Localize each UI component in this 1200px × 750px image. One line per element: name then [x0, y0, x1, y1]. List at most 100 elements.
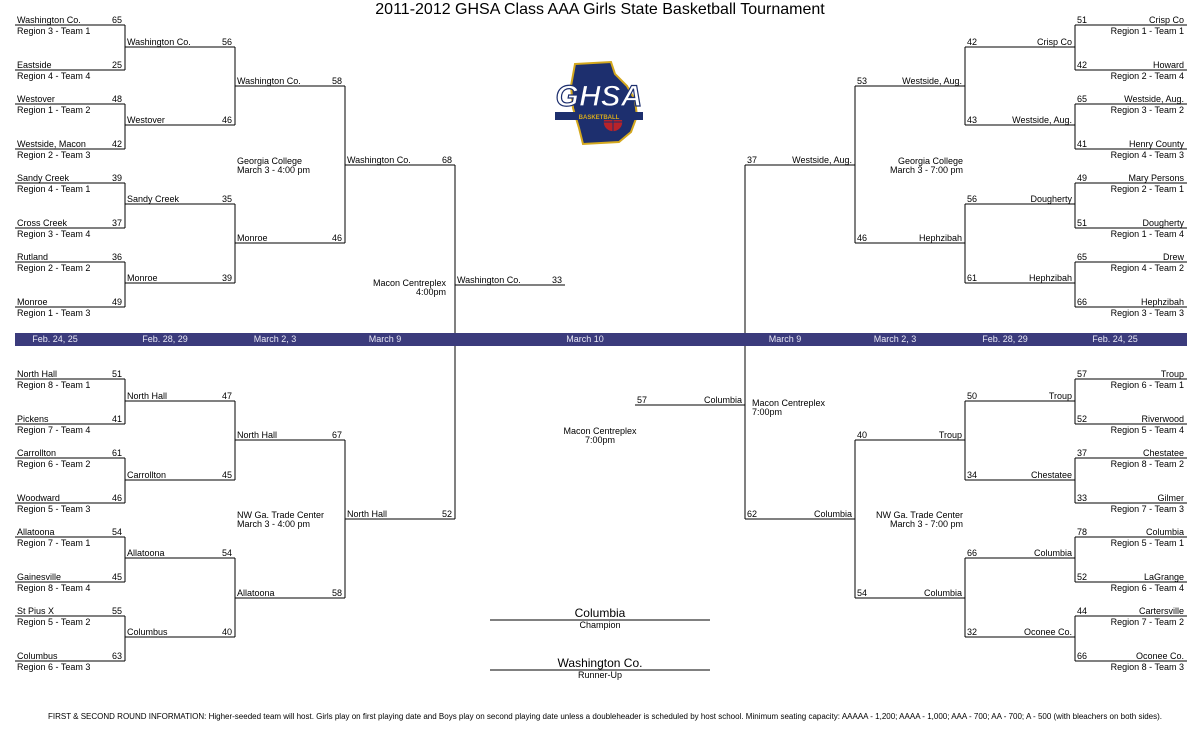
- venue-time: March 3 - 7:00 pm: [889, 519, 963, 529]
- r2-team-name: Washington Co.: [127, 37, 191, 47]
- r3-team-name: Washington Co.: [237, 76, 301, 86]
- r3-team-score: 58: [331, 76, 342, 86]
- r4-team-name: North Hall: [347, 509, 388, 519]
- team-name: Dougherty: [1142, 218, 1184, 228]
- venue-name: NW Ga. Trade Center: [875, 510, 963, 520]
- round-date: Feb. 24, 25: [32, 334, 78, 344]
- r2-team-name: Monroe: [127, 273, 158, 283]
- r4-team-name: Washington Co.: [347, 155, 411, 165]
- final-team-name: Columbia: [703, 395, 742, 405]
- r2-team-score: 56: [221, 37, 232, 47]
- team-score: 78: [1077, 527, 1088, 537]
- round-date: March 2, 3: [873, 334, 917, 344]
- team-score: 46: [111, 493, 122, 503]
- team-score: 41: [111, 414, 122, 424]
- venue-name: Georgia College: [237, 156, 303, 166]
- team-name: Henry County: [1128, 139, 1184, 149]
- page-title: 2011-2012 GHSA Class AAA Girls State Bas…: [375, 1, 825, 18]
- round-date: March 9: [768, 334, 802, 344]
- r2-team-score: 66: [967, 548, 978, 558]
- team-seed: Region 8 - Team 1: [17, 380, 91, 390]
- team-score: 61: [111, 448, 122, 458]
- team-name: Riverwood: [1141, 414, 1184, 424]
- r2-team-name: Dougherty: [1030, 194, 1072, 204]
- team-score: 55: [111, 606, 122, 616]
- team-name: Gilmer: [1157, 493, 1185, 503]
- team-score: 65: [1077, 94, 1088, 104]
- team-seed: Region 5 - Team 3: [17, 504, 91, 514]
- team-seed: Region 8 - Team 4: [17, 583, 91, 593]
- team-name: Sandy Creek: [17, 173, 70, 183]
- logo-text: GHSA: [556, 80, 643, 113]
- venue-time: March 3 - 4:00 pm: [237, 165, 311, 175]
- r4-team-name: Westside, Aug.: [792, 155, 852, 165]
- team-score: 49: [1077, 173, 1088, 183]
- team-seed: Region 4 - Team 4: [17, 71, 91, 81]
- r2-team-name: Chestatee: [1030, 470, 1072, 480]
- team-score: 65: [111, 15, 122, 25]
- final-team-score: 33: [551, 275, 562, 285]
- team-seed: Region 3 - Team 2: [1110, 105, 1184, 115]
- r3-team-score: 46: [331, 233, 342, 243]
- r2-team-name: Oconee Co.: [1023, 627, 1072, 637]
- round-date: March 2, 3: [253, 334, 297, 344]
- team-seed: Region 6 - Team 1: [1110, 380, 1184, 390]
- team-name: Rutland: [17, 252, 49, 262]
- team-score: 33: [1077, 493, 1088, 503]
- r3-team-name: North Hall: [237, 430, 278, 440]
- r2-team-score: 39: [221, 273, 232, 283]
- team-name: LaGrange: [1143, 572, 1184, 582]
- team-name: Columbus: [17, 651, 58, 661]
- ghsa-basketball-logo: GHSA BASKETBALL: [527, 56, 671, 148]
- team-seed: Region 3 - Team 1: [17, 26, 91, 36]
- team-seed: Region 1 - Team 4: [1110, 229, 1184, 239]
- r2-team-score: 47: [221, 391, 232, 401]
- team-name: Columbia: [1145, 527, 1184, 537]
- team-name: Westside, Aug.: [1124, 94, 1184, 104]
- team-score: 45: [111, 572, 122, 582]
- venue-time: 4:00pm: [415, 287, 446, 297]
- team-score: 37: [1077, 448, 1088, 458]
- r3-team-name: Monroe: [237, 233, 268, 243]
- r3-team-score: 58: [331, 588, 342, 598]
- r2-team-score: 45: [221, 470, 232, 480]
- team-score: 44: [1077, 606, 1088, 616]
- team-seed: Region 7 - Team 3: [1110, 504, 1184, 514]
- team-name: Monroe: [17, 297, 48, 307]
- r3-team-score: 40: [857, 430, 868, 440]
- r3-team-name: Troup: [938, 430, 962, 440]
- final-team-name: Washington Co.: [457, 275, 521, 285]
- team-name: Cartersville: [1138, 606, 1184, 616]
- r3-team-score: 46: [857, 233, 868, 243]
- team-name: Howard: [1152, 60, 1184, 70]
- team-score: 41: [1077, 139, 1088, 149]
- champion-name: Columbia: [574, 606, 626, 620]
- team-name: Chestatee: [1142, 448, 1184, 458]
- team-score: 52: [1077, 572, 1088, 582]
- r2-team-score: 43: [967, 115, 978, 125]
- r2-team-score: 35: [221, 194, 232, 204]
- team-seed: Region 2 - Team 1: [1110, 184, 1184, 194]
- team-name: Troup: [1160, 369, 1184, 379]
- venue-time: 7:00pm: [584, 435, 616, 445]
- logo-subtext: BASKETBALL: [579, 115, 620, 121]
- team-name: Eastside: [17, 60, 52, 70]
- team-score: 63: [111, 651, 122, 661]
- r4-team-score: 52: [441, 509, 452, 519]
- team-score: 49: [111, 297, 122, 307]
- team-score: 42: [1077, 60, 1088, 70]
- r2-team-score: 54: [221, 548, 232, 558]
- r2-team-name: Westside, Aug.: [1012, 115, 1072, 125]
- round-date: March 10: [566, 334, 604, 344]
- r3-team-name: Allatoona: [237, 588, 275, 598]
- r4-team-name: Columbia: [813, 509, 852, 519]
- team-score: 51: [111, 369, 122, 379]
- team-seed: Region 7 - Team 2: [1110, 617, 1184, 627]
- r2-team-name: Columbia: [1033, 548, 1072, 558]
- team-seed: Region 2 - Team 2: [17, 263, 91, 273]
- venue-name: Macon Centreplex: [372, 278, 446, 288]
- r2-team-score: 42: [967, 37, 978, 47]
- r2-team-name: Crisp Co: [1036, 37, 1072, 47]
